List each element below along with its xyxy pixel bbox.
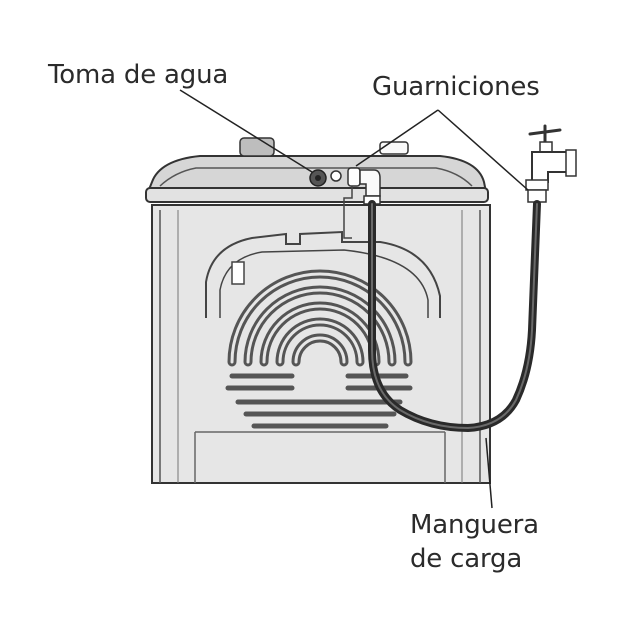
fittings-label: Guarniciones <box>372 72 540 102</box>
faucet <box>525 124 577 203</box>
vent-slots <box>225 373 413 429</box>
water-inlet-label: Toma de agua <box>48 60 229 90</box>
drum-housing <box>205 230 441 318</box>
fill-hose-label: Manguera de carga <box>410 508 539 576</box>
vent-arcs <box>227 269 413 367</box>
fill-hose-label-line2: de carga <box>410 544 523 574</box>
dryer-cabinet <box>151 204 491 484</box>
fill-hose <box>368 200 541 433</box>
fill-hose-label-line1: Manguera <box>410 510 539 540</box>
water-inlet-assembly <box>309 167 381 239</box>
leader-lines <box>179 89 529 509</box>
dryer-top-lid <box>145 137 489 203</box>
